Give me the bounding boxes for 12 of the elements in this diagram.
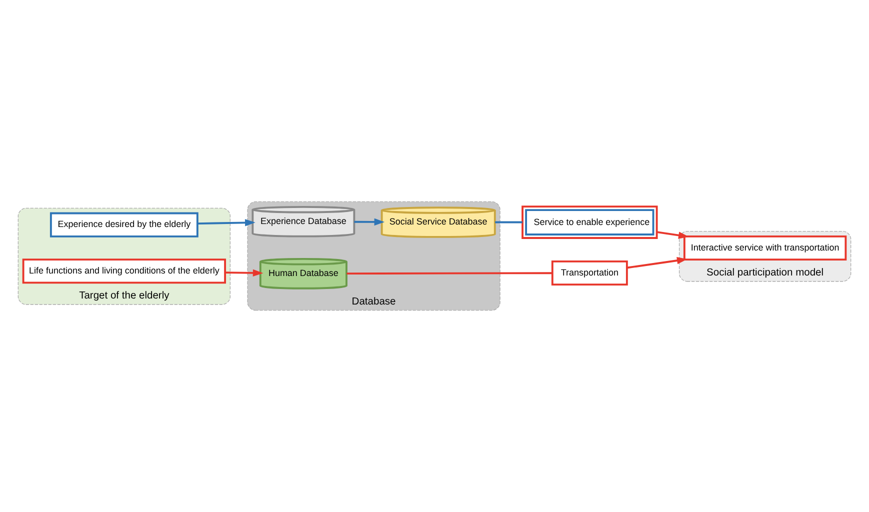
arrow [626, 256, 688, 269]
node-box: Transportation [551, 260, 628, 286]
arrow [354, 218, 385, 226]
node-box: Interactive service with transportation [683, 235, 847, 260]
arrow [656, 231, 689, 239]
arrow [225, 269, 264, 277]
node-box: Life functions and living conditions of the elderly [22, 258, 226, 284]
arrow [197, 219, 256, 226]
node-box: Experience desired by the elderly [50, 212, 198, 238]
node-box: Service to enable experience [522, 206, 658, 239]
connector [495, 221, 522, 224]
connector [346, 272, 552, 275]
